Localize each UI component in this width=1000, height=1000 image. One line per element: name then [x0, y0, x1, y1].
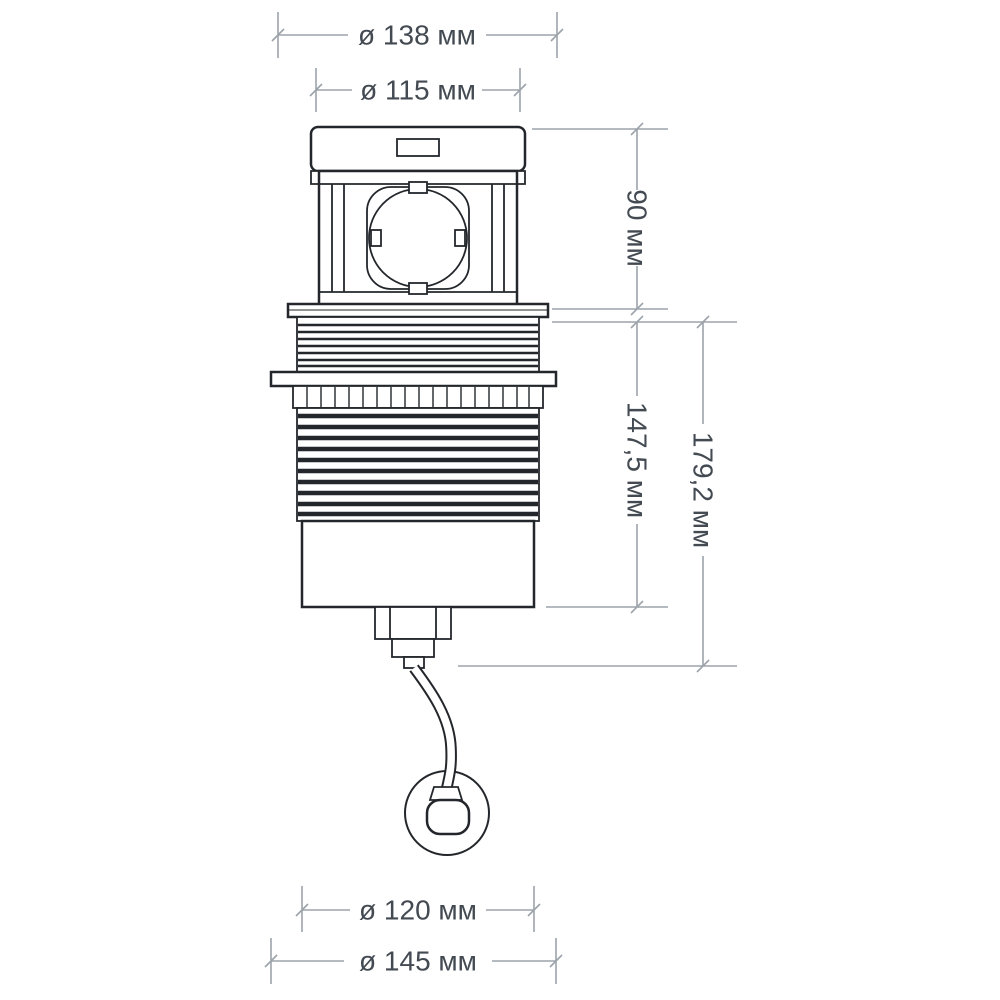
socket-bottom-clip: [408, 282, 428, 295]
body-lower: [300, 519, 536, 609]
threaded-section-upper: [296, 316, 540, 373]
dimension-label-height-upper: 90 мм: [622, 189, 653, 266]
socket-top-clip: [408, 181, 428, 194]
dimension-label-bottom-outer: ø 145 мм: [359, 946, 477, 977]
power-plug: [425, 786, 471, 836]
knurled-ring: [292, 385, 544, 409]
cap-latch: [396, 138, 440, 157]
socket-cap: [309, 125, 527, 185]
dimension-height-total: 179,2 мм: [458, 315, 737, 673]
dimension-label-height-body: 147,5 мм: [622, 402, 653, 518]
dimension-height-body: 147,5 мм: [546, 315, 737, 614]
dimension-height-upper: 90 мм: [532, 122, 668, 316]
mounting-flange-upper: [286, 302, 550, 319]
socket-right-contact: [454, 229, 466, 247]
cable-connector: [374, 606, 452, 669]
dimension-label-top-outer: ø 138 мм: [358, 20, 476, 51]
mounting-flange-wide: [269, 370, 558, 388]
dimension-top-outer: ø 138 мм: [271, 12, 564, 58]
dimension-top-inner: ø 115 мм: [309, 68, 527, 112]
dimension-label-height-total: 179,2 мм: [688, 432, 719, 548]
socket-left-contact: [370, 229, 382, 247]
power-cable: [404, 664, 490, 856]
dimension-bottom-inner: ø 120 мм: [295, 886, 541, 932]
dimension-label-top-inner: ø 115 мм: [360, 75, 476, 106]
dimension-label-bottom-inner: ø 120 мм: [359, 895, 477, 926]
threaded-section-lower: [296, 407, 540, 522]
dimension-bottom-outer: ø 145 мм: [264, 938, 563, 984]
schuko-socket: [366, 181, 470, 295]
